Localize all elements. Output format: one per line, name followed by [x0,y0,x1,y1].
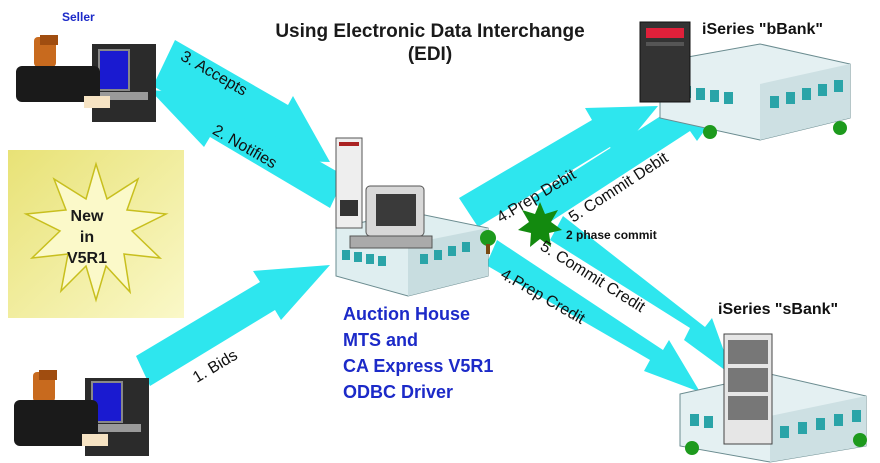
auction-line-2: MTS and [343,330,418,350]
arrow-prep-debit [459,106,658,227]
arrow-commit-credit [550,216,733,376]
arrow-accepts [153,40,330,162]
new-in-v5r1-badge [8,150,184,318]
sbank-building [679,333,867,463]
commit-burst-icon [518,202,562,247]
bbank-label: iSeries "bBank" [702,21,823,38]
title-line-2: (EDI) [407,44,453,65]
arrow-prep-credit [486,240,700,392]
arrow-bids [136,265,330,386]
auction-house-label: Auction House MTS and CA Express V5R1 OD… [343,301,493,405]
auction-line-4: ODBC Driver [343,382,454,402]
badge-text: New in V5R1 [58,206,116,269]
auction-line-1: Auction House [343,304,471,324]
bbank-building [639,21,851,141]
badge-line-2: in [79,229,95,246]
arrow-notifies [150,90,345,208]
diagram-title: Using Electronic Data Interchange (EDI) [228,20,632,66]
sbank-label: iSeries "sBank" [718,301,839,318]
auction-line-3: CA Express V5R1 [343,356,494,376]
auction-house-building [335,137,496,297]
arrows [136,40,733,392]
seller-label: Seller [62,10,95,24]
two-phase-commit-label: 2 phase commit [566,228,657,242]
title-line-1: Using Electronic Data Interchange [275,21,585,42]
badge-line-1: New [70,208,104,225]
bidder-figure [14,370,149,456]
arrow-commit-debit [532,98,728,222]
badge-line-3: V5R1 [66,250,108,267]
seller-figure [16,35,156,122]
